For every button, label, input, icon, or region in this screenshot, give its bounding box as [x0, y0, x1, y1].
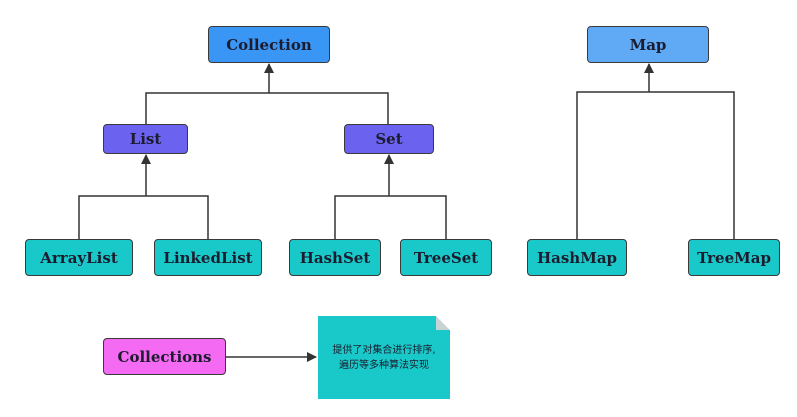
linkedlist-node[interactable]: LinkedList [154, 239, 262, 276]
collections-note[interactable]: 提供了对集合进行排序, 遍历等多种算法实现 [318, 316, 450, 399]
edge-list-to-collection [145, 92, 389, 124]
edge-hashset-treeset [334, 195, 447, 239]
note-line-2: 遍历等多种算法实现 [339, 359, 429, 371]
collection-node[interactable]: Collection [208, 26, 330, 63]
treeset-node[interactable]: TreeSet [400, 239, 492, 276]
collections-node[interactable]: Collections [103, 338, 226, 375]
list-node[interactable]: List [103, 124, 188, 154]
note-fold-corner [436, 316, 450, 330]
arraylist-node[interactable]: ArrayList [25, 239, 133, 276]
map-node[interactable]: Map [587, 26, 709, 63]
note-text: 提供了对集合进行排序, 遍历等多种算法实现 [326, 343, 441, 373]
edge-hashmap-treemap [576, 91, 735, 239]
hashmap-node[interactable]: HashMap [527, 239, 627, 276]
treemap-node[interactable]: TreeMap [688, 239, 780, 276]
edge-arraylist-linkedlist [78, 195, 209, 239]
set-node[interactable]: Set [344, 124, 434, 154]
note-line-1: 提供了对集合进行排序, [332, 344, 436, 356]
hashset-node[interactable]: HashSet [289, 239, 381, 276]
